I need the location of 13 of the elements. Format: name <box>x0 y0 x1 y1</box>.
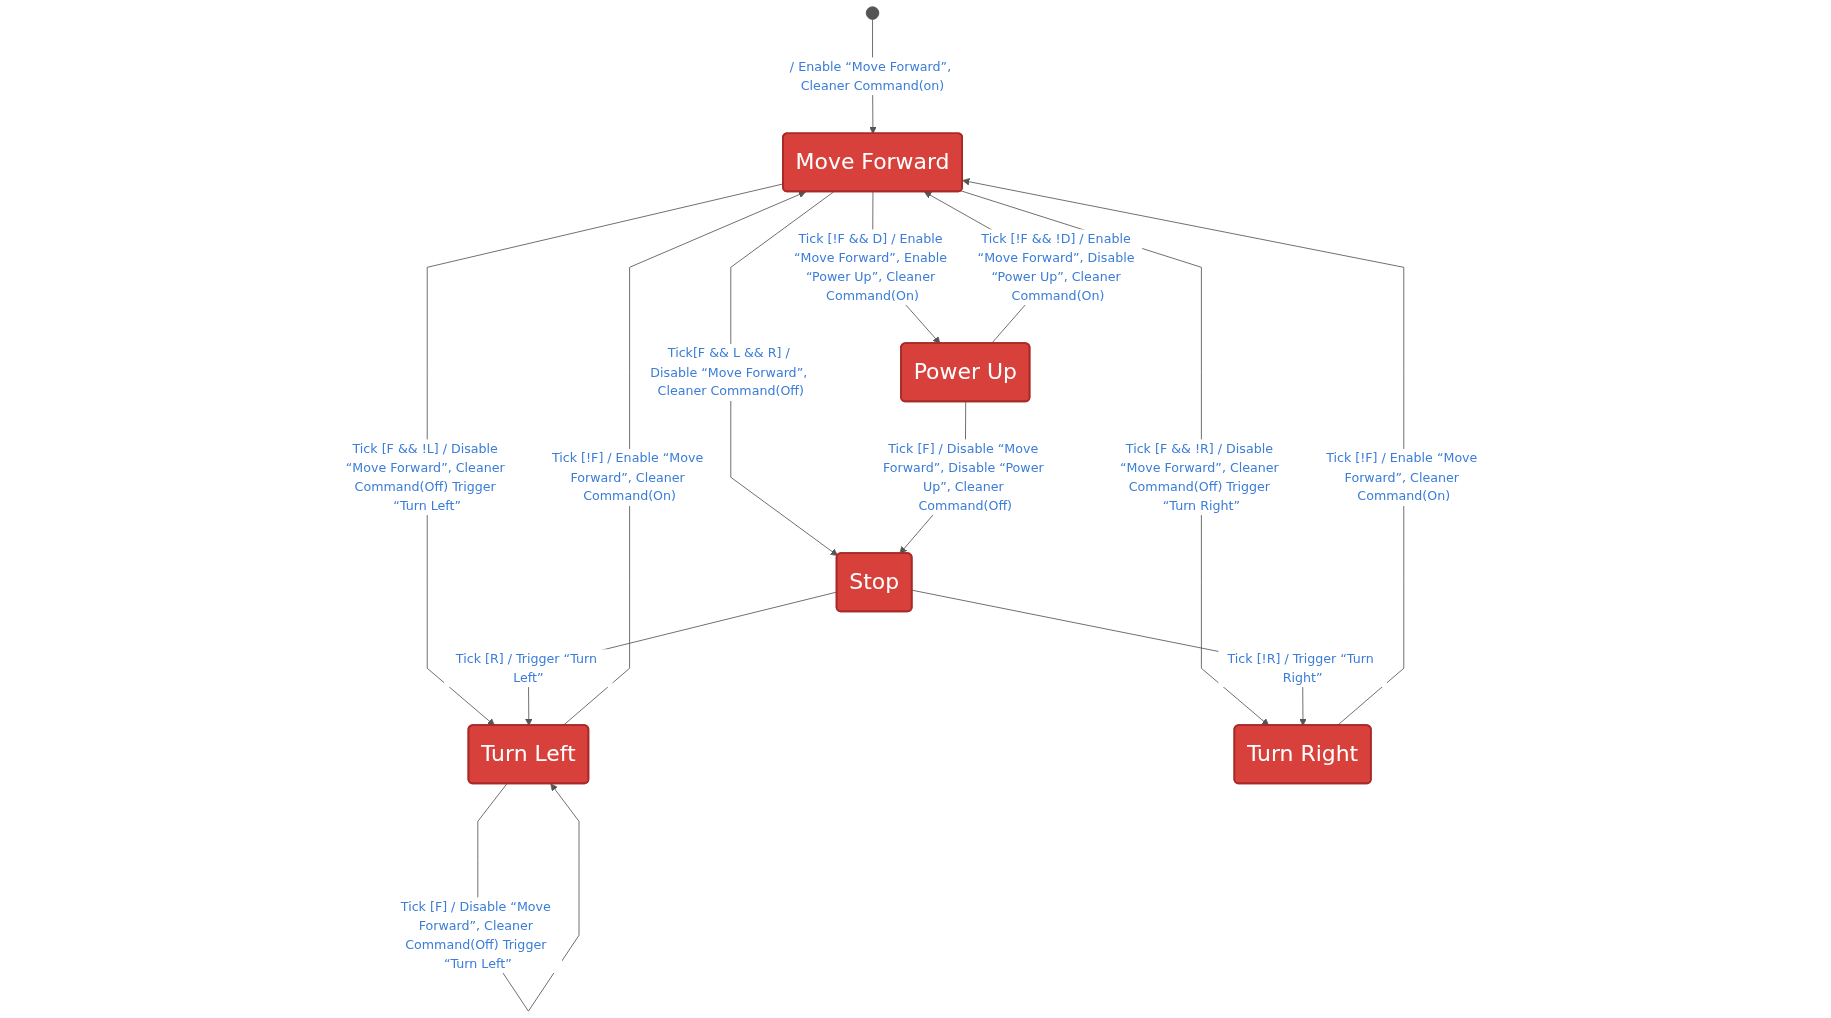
edge-label: Tick [F && !L] / Disable “Move Forward”, Cleaner Command(Off) Trigger “Turn Left” <box>345 441 505 514</box>
edge-label: Tick [F] / Disable “Move Forward”, Disable “Power Up”, Cleaner Command(Off) <box>882 441 1044 514</box>
edge-label: Tick [R] / Trigger “Turn Left” <box>455 650 597 686</box>
node-circle <box>865 6 880 20</box>
edge-label: / Enable “Move Forward”, Cleaner Command(on) <box>789 59 952 94</box>
edge-label: Tick [!R] / Trigger “Turn Right” <box>1227 650 1374 686</box>
edge-label: Tick [F] / Disable “Move Forward”, Cleaner Command(Off) Trigger “Turn Left” <box>400 898 551 972</box>
edge-label: Tick [F && !R] / Disable “Move Forward”, Cleaner Command(Off) Trigger “Turn Right” <box>1119 441 1279 514</box>
edge-label: Tick [!F && !D] / Enable “Move Forward”, Disable “Power Up”, Cleaner Command(On) <box>977 231 1135 304</box>
edge-label: Tick [!F && D] / Enable “Move Forward”, Enable “Power Up”, Cleaner Command(On) <box>794 231 948 304</box>
edge-label: Tick [!F] / Enable “Move Forward”, Cleaner Command(On) <box>1326 450 1478 504</box>
edge-label: Tick [!F] / Enable “Move Forward”, Cleaner Command(On) <box>551 450 704 504</box>
edge-label: Tick[F && L && R] / Disable “Move Forward”, Cleaner Command(Off) <box>650 345 808 399</box>
